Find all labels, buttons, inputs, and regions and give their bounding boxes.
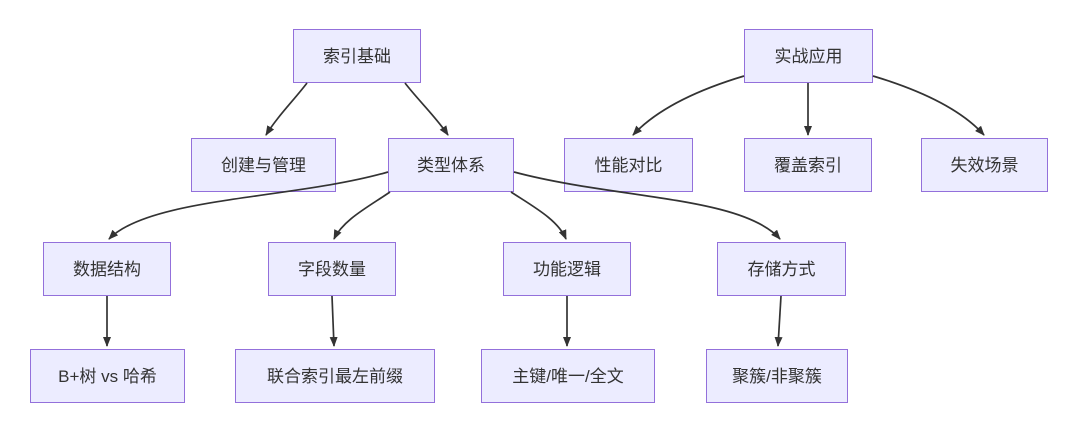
node-primary-unique-fulltext: 主键/唯一/全文 [481, 349, 655, 403]
node-performance-comparison: 性能对比 [564, 138, 693, 192]
edge-type-system-to-field-count [333, 191, 391, 240]
node-covering-index: 覆盖索引 [744, 138, 872, 192]
node-create-manage: 创建与管理 [191, 138, 336, 192]
node-clustered-nonclustered: 聚簇/非聚簇 [706, 349, 848, 403]
node-field-count: 字段数量 [268, 242, 396, 296]
node-storage-mode: 存储方式 [717, 242, 846, 296]
node-function-logic: 功能逻辑 [503, 242, 631, 296]
edge-index-basics-to-create-manage [265, 82, 308, 136]
edge-practical-application-to-performance-comparison [632, 75, 745, 136]
node-data-structure: 数据结构 [43, 242, 171, 296]
edge-field-count-to-composite-leftmost-prefix [329, 295, 338, 347]
node-index-basics: 索引基础 [293, 29, 421, 83]
edge-type-system-to-function-logic [510, 191, 567, 240]
node-failure-scenarios: 失效场景 [921, 138, 1048, 192]
node-type-system: 类型体系 [388, 138, 514, 192]
edge-index-basics-to-type-system [404, 82, 449, 136]
node-practical-application: 实战应用 [744, 29, 873, 83]
edge-practical-application-to-failure-scenarios [872, 75, 985, 136]
node-composite-leftmost-prefix: 联合索引最左前缀 [235, 349, 435, 403]
edge-storage-mode-to-clustered-nonclustered [774, 295, 783, 347]
node-btree-vs-hash: B+树 vs 哈希 [30, 349, 185, 403]
